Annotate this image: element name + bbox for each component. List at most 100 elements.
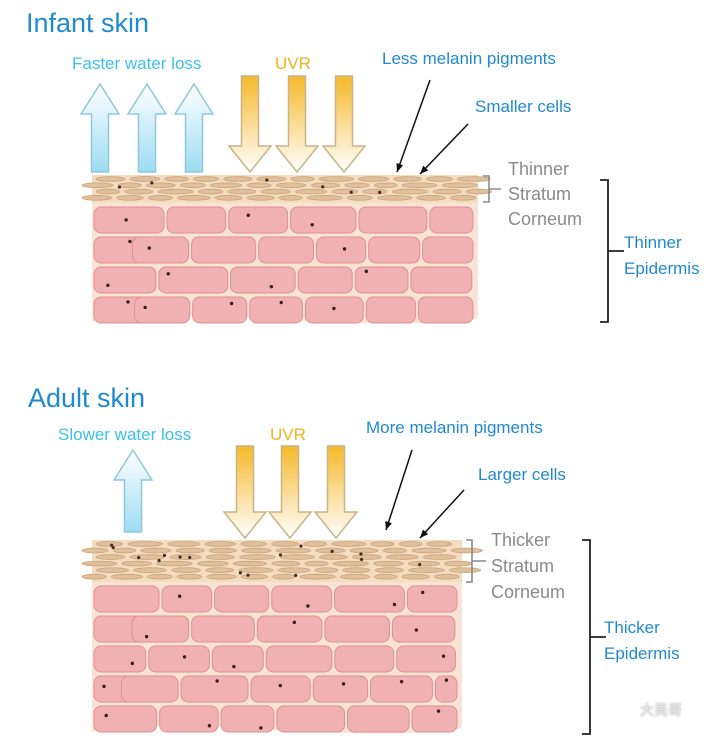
corneocyte-flake — [385, 554, 419, 560]
corneocyte-flake — [197, 188, 224, 195]
epidermis-cell — [191, 236, 257, 264]
corneocyte-flake — [426, 176, 453, 182]
melanin-dot — [294, 573, 298, 578]
epidermis-cell — [93, 705, 158, 733]
epidermis-cell — [192, 296, 248, 324]
epidermis-cell — [368, 236, 421, 264]
adult-stratum-label-2: Stratum — [491, 556, 555, 576]
corneocyte-flake — [116, 195, 144, 201]
melanin-dot — [378, 190, 382, 194]
epidermis-cell — [410, 266, 473, 294]
melanin-dot — [392, 602, 397, 607]
corneocyte-flake — [140, 547, 172, 554]
melanin-dot — [418, 562, 422, 567]
corneocyte-flake — [192, 176, 220, 182]
corneocyte-flake — [382, 547, 408, 554]
corneocyte-flake — [362, 188, 388, 195]
corneocyte-flake — [373, 182, 398, 189]
melanin-dot — [106, 283, 110, 287]
pointer-line — [385, 449, 413, 531]
corneocyte-flake — [206, 573, 237, 580]
corneocyte-flake — [176, 573, 203, 580]
stratum-bracket — [483, 175, 501, 203]
corneocyte-flake — [157, 188, 194, 195]
corneocyte-flake — [81, 547, 109, 554]
corneocyte-flake — [95, 554, 126, 560]
corneocyte-flake — [434, 573, 460, 580]
epidermis-cell — [256, 615, 323, 643]
corneocyte-flake — [318, 176, 354, 182]
corneocyte-flake — [95, 567, 129, 573]
corneocyte-flake — [145, 182, 176, 189]
epidermis-cell — [391, 615, 456, 643]
epidermis-cell — [249, 296, 303, 324]
corneocyte-flake — [205, 567, 235, 573]
corneocyte-flake — [450, 547, 483, 554]
epidermis-cell — [265, 645, 333, 673]
corneocyte-flake — [304, 560, 329, 567]
adult-stratum-label-1: Thicker — [491, 530, 551, 550]
epidermis-cell — [324, 615, 390, 643]
melanin-dot — [246, 573, 250, 577]
adult-uvr-label: UVR — [270, 425, 306, 444]
corneocyte-flake — [279, 554, 315, 560]
corneocyte-flake — [241, 547, 272, 554]
uvr-arrow — [222, 445, 268, 540]
epidermis-cell — [93, 206, 165, 234]
corneocyte-flake — [331, 541, 367, 547]
corneocyte-flake — [303, 541, 328, 547]
melanin-dot — [421, 590, 425, 595]
corneocyte-flake — [342, 567, 371, 573]
infant-water-loss-label: Faster water loss — [72, 54, 202, 73]
melanin-dot — [157, 558, 161, 563]
epidermis-cell — [228, 206, 289, 234]
stratum-bracket — [466, 539, 486, 583]
corneocyte-flake — [393, 176, 422, 182]
corneocyte-flake — [457, 176, 491, 182]
epidermis-cell — [166, 206, 227, 234]
melanin-dot — [359, 552, 363, 556]
corneocyte-flake — [167, 541, 201, 547]
epidermis-cell — [134, 296, 191, 324]
corneocyte-flake — [81, 182, 114, 189]
epidermis-cell — [411, 705, 458, 733]
corneocyte-flake — [175, 547, 205, 554]
pointer-line — [396, 79, 431, 173]
corneocyte-flake — [401, 182, 438, 189]
water-loss-arrow — [79, 82, 121, 173]
corneocyte-flake — [299, 573, 336, 580]
melanin-dot — [349, 190, 353, 194]
epidermis-cell — [396, 645, 456, 673]
uvr-arrow — [321, 75, 367, 174]
epidermis-cell — [180, 675, 249, 703]
epidermis-cell — [191, 615, 255, 643]
corneocyte-flake — [306, 195, 343, 201]
melanin-dot — [441, 654, 446, 658]
corneocyte-flake — [208, 547, 237, 554]
corneocyte-flake — [238, 567, 274, 573]
infant-skin-diagram — [79, 75, 624, 324]
infant-melanin-label: Less melanin pigments — [382, 49, 556, 68]
corneocyte-flake — [171, 567, 201, 573]
epidermis-cell — [148, 645, 210, 673]
melanin-dot — [306, 604, 310, 608]
melanin-dot — [238, 571, 242, 575]
melanin-dot — [215, 679, 219, 683]
adult-title: Adult skin — [28, 383, 146, 413]
adult-cells-label: Larger cells — [478, 465, 566, 484]
corneocyte-flake — [377, 195, 413, 201]
infant-stratum-label-3: Corneum — [508, 209, 583, 229]
melanin-dot — [278, 553, 283, 557]
melanin-dot — [444, 678, 449, 682]
corneocyte-flake — [411, 547, 447, 554]
epidermis-cell — [271, 585, 333, 613]
melanin-dot — [299, 544, 303, 548]
corneocyte-flake — [332, 560, 370, 567]
corneocyte-flake — [169, 554, 202, 560]
uvr-arrow — [267, 445, 313, 540]
corneocyte-flake — [449, 567, 482, 573]
melanin-dot — [259, 726, 263, 730]
melanin-dot — [124, 218, 128, 222]
epidermis-cell — [276, 705, 345, 733]
corneocyte-flake — [147, 195, 173, 201]
